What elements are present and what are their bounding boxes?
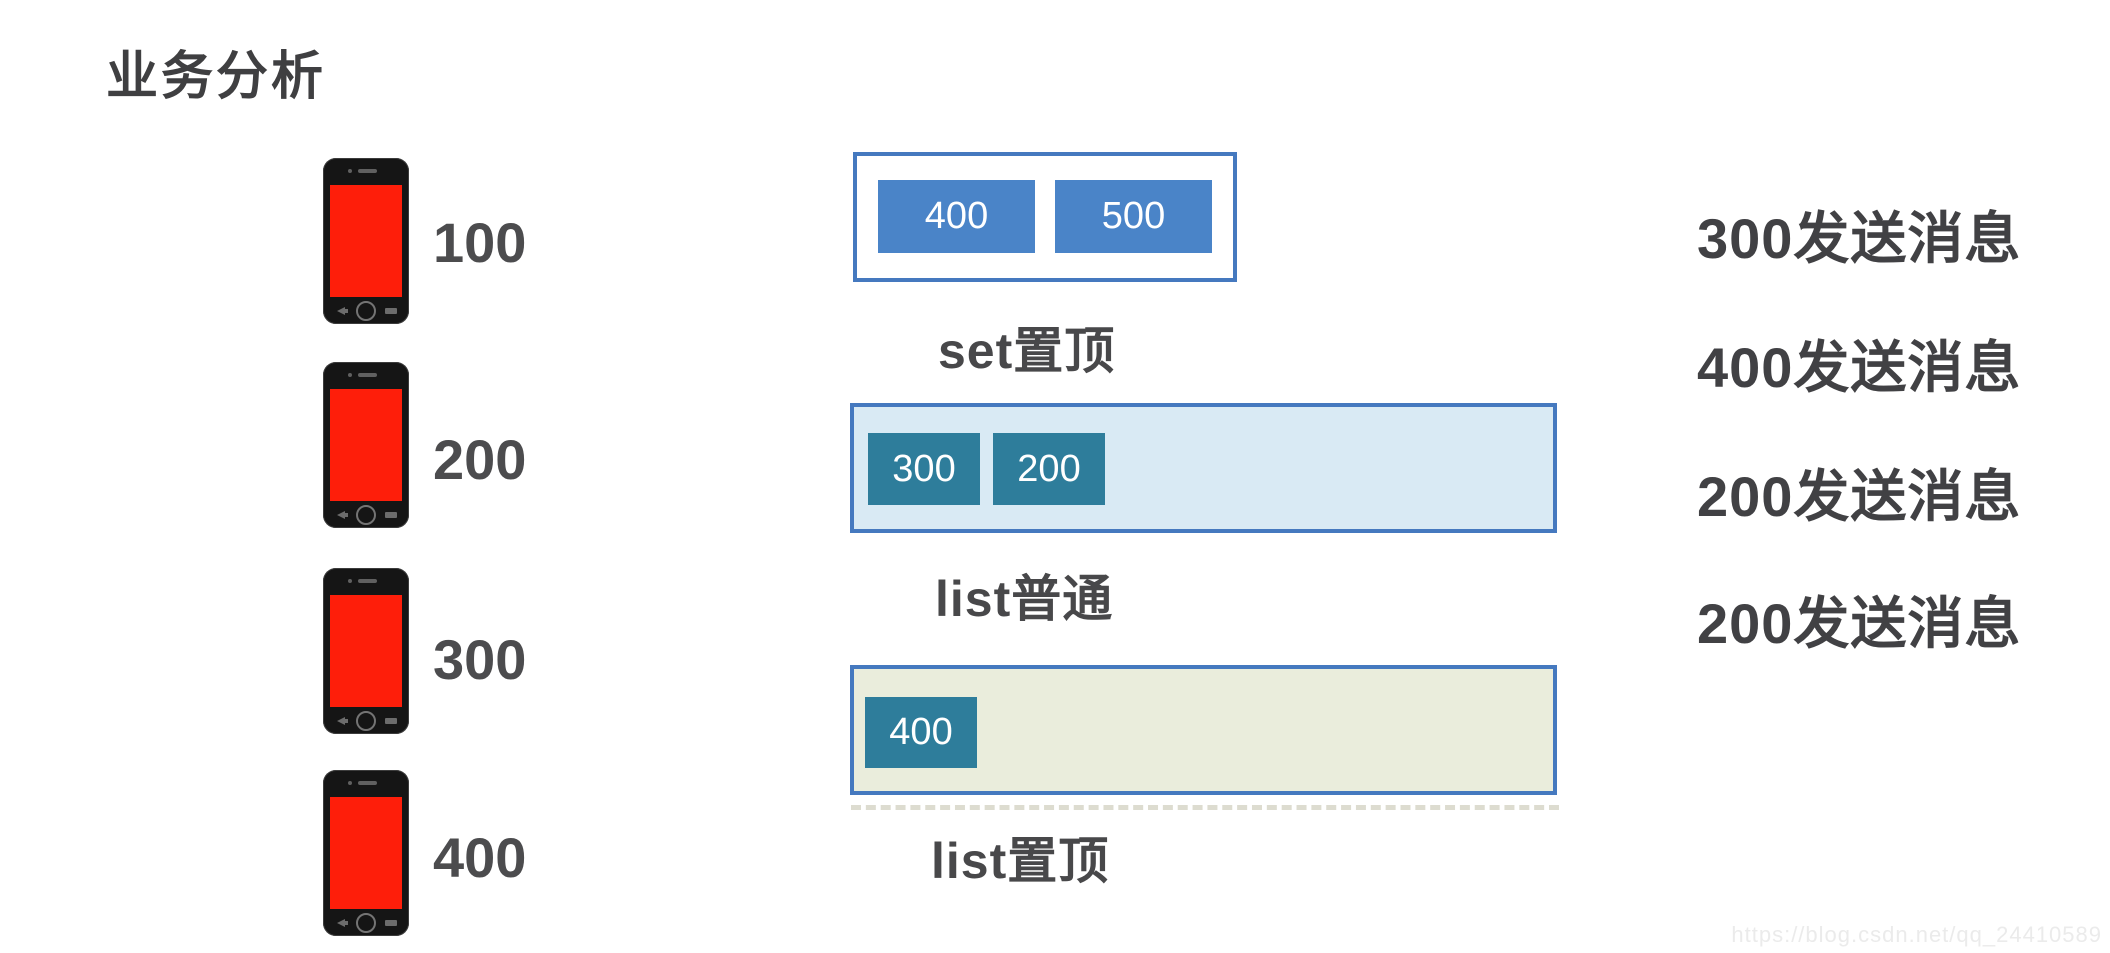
list-item: 300 <box>868 433 980 505</box>
phone-label: 300 <box>433 628 527 691</box>
list-normal-label: list普通 <box>935 571 1114 627</box>
camera-icon <box>348 169 352 173</box>
phone-screen <box>330 595 402 707</box>
list-normal-box: 300 200 <box>850 403 1557 533</box>
phone-screen <box>330 389 402 501</box>
camera-icon <box>348 781 352 785</box>
phone-label: 200 <box>433 428 527 491</box>
watermark: https://blog.csdn.net/qq_24410589 <box>1731 922 2102 947</box>
speaker-icon <box>358 373 377 377</box>
phone-icon <box>323 770 409 936</box>
message-label: 400发送消息 <box>1697 336 2022 399</box>
set-item: 400 <box>878 180 1035 253</box>
menu-icon <box>385 512 397 518</box>
divider <box>851 805 1559 810</box>
phone-icon <box>323 158 409 324</box>
phone-screen <box>330 797 402 909</box>
list-top-label: list置顶 <box>931 833 1110 889</box>
message-label: 200发送消息 <box>1697 465 2022 528</box>
speaker-icon <box>358 169 377 173</box>
speaker-icon <box>358 579 377 583</box>
phone-icon <box>323 362 409 528</box>
set-top-label: set置顶 <box>938 323 1116 379</box>
back-icon <box>337 717 348 725</box>
list-top-box: 400 <box>850 665 1557 795</box>
menu-icon <box>385 920 397 926</box>
home-button-icon <box>356 711 376 731</box>
back-icon <box>337 307 348 315</box>
phone-icon <box>323 568 409 734</box>
menu-icon <box>385 308 397 314</box>
phone-label: 100 <box>433 211 527 274</box>
message-label: 200发送消息 <box>1697 592 2022 655</box>
set-item: 500 <box>1055 180 1212 253</box>
camera-icon <box>348 579 352 583</box>
speaker-icon <box>358 781 377 785</box>
camera-icon <box>348 373 352 377</box>
back-icon <box>337 919 348 927</box>
list-item: 400 <box>865 697 977 768</box>
set-top-box: 400 500 <box>853 152 1237 282</box>
home-button-icon <box>356 301 376 321</box>
menu-icon <box>385 718 397 724</box>
page-title: 业务分析 <box>106 48 327 106</box>
phone-label: 400 <box>433 826 527 889</box>
home-button-icon <box>356 505 376 525</box>
list-item: 200 <box>993 433 1105 505</box>
phone-screen <box>330 185 402 297</box>
home-button-icon <box>356 913 376 933</box>
back-icon <box>337 511 348 519</box>
message-label: 300发送消息 <box>1697 207 2022 270</box>
